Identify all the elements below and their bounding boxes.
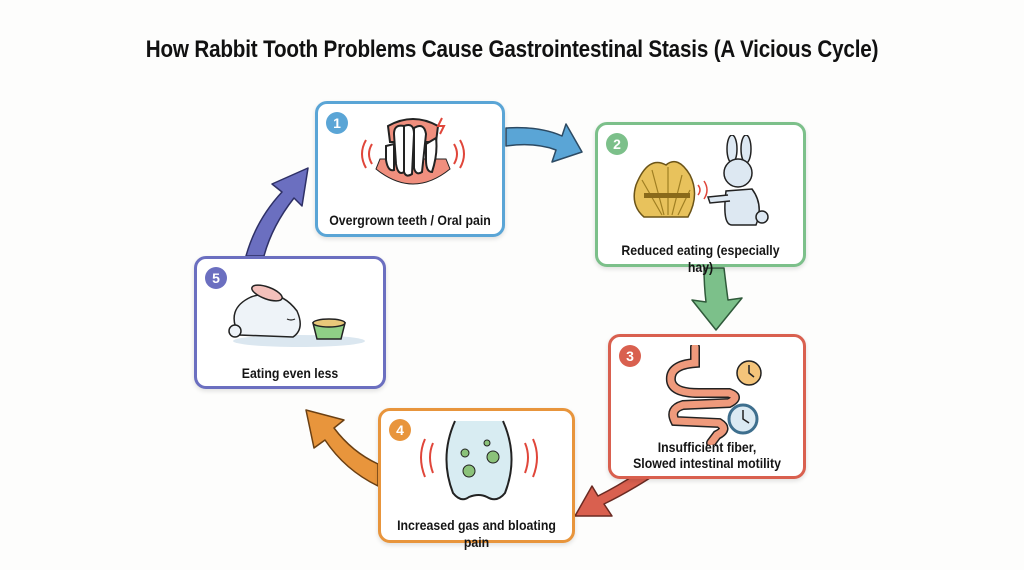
step-3-card: 3 Insufficient fiber, Slowed intestinal … bbox=[608, 334, 806, 479]
rabbit-food-bowl-icon bbox=[228, 284, 365, 347]
rabbit-refusing-hay-icon bbox=[633, 135, 769, 226]
arrow-4-to-5 bbox=[305, 409, 379, 487]
step-4-label: Increased gas and bloating pain bbox=[397, 517, 556, 550]
arrow-3-to-4 bbox=[574, 473, 651, 517]
step-2-card: 2 Reduced eating (especially hay) bbox=[595, 122, 806, 275]
step-5-card: 5 Eating even less bbox=[194, 256, 386, 389]
step-1-badge: 1 bbox=[326, 112, 348, 134]
intestine-clock-icon bbox=[665, 345, 762, 445]
arrow-5-to-1 bbox=[245, 167, 309, 257]
teeth-pain-icon bbox=[361, 117, 465, 185]
step-4-card: 4 Increased gas and bloating pain bbox=[378, 408, 575, 550]
step-1-card: 1 Overgrown teeth / Oral pain bbox=[315, 101, 505, 237]
step-5-badge: 5 bbox=[205, 267, 227, 289]
step-1-label: Overgrown teeth / Oral pain bbox=[329, 212, 491, 228]
step-3-label-line1: Insufficient fiber, bbox=[657, 439, 757, 455]
step-4-badge: 4 bbox=[389, 419, 411, 441]
step-5-label: Eating even less bbox=[241, 365, 339, 381]
step-3-badge: 3 bbox=[619, 345, 641, 367]
arrow-2-to-3 bbox=[691, 267, 743, 331]
step-2-badge: 2 bbox=[606, 133, 628, 155]
arrow-1-to-2 bbox=[505, 123, 583, 163]
step-2-label: Reduced eating (especially hay) bbox=[621, 242, 780, 275]
diagram-title: How Rabbit Tooth Problems Cause Gastroin… bbox=[145, 36, 879, 63]
step-3-label-line2: Slowed intestinal motility bbox=[633, 455, 781, 471]
bloated-belly-icon bbox=[420, 420, 538, 501]
